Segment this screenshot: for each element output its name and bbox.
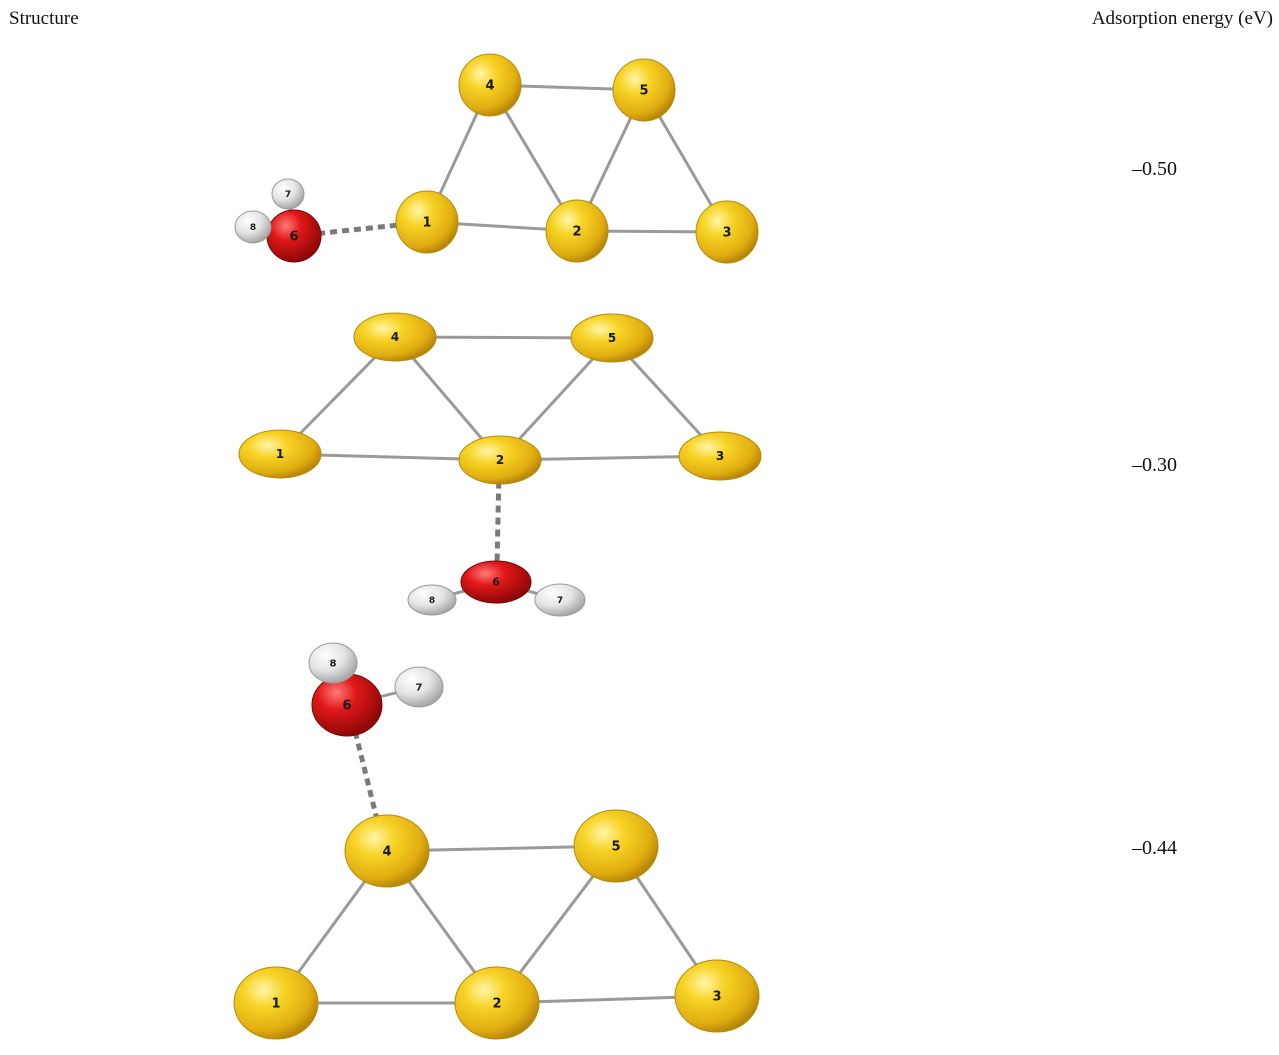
atom-sphere — [394, 666, 444, 708]
atom-label: 2 — [492, 997, 501, 1012]
atom-label: 6 — [492, 577, 499, 589]
atom-au-2: 2 — [458, 435, 542, 485]
atom-label: 4 — [485, 79, 494, 94]
atom-label: 5 — [608, 331, 616, 345]
atom-sphere — [454, 966, 540, 1040]
adsorption-energy-column-header: Adsorption energy (eV) — [1091, 8, 1273, 29]
atom-h-8: 8 — [234, 210, 272, 244]
structure-3-atoms: 1 2 3 4 5 6 7 8 — [233, 642, 760, 1040]
atom-label: 7 — [557, 596, 563, 606]
atom-sphere — [458, 53, 522, 117]
atom-label: 6 — [289, 230, 298, 245]
atom-sphere — [308, 642, 358, 684]
atom-au-4: 4 — [458, 53, 522, 117]
atom-label: 3 — [716, 449, 724, 463]
atom-label: 1 — [422, 216, 431, 231]
atom-label: 5 — [611, 840, 620, 855]
structure-2-atoms: 1 2 3 4 5 6 7 8 — [238, 312, 762, 617]
atom-sphere — [460, 560, 532, 604]
atom-label: 1 — [276, 447, 284, 461]
atom-sphere — [238, 429, 322, 479]
atom-au-5: 5 — [573, 809, 659, 883]
adsorption-energy-value: –0.50 — [1132, 158, 1177, 180]
atom-sphere — [674, 959, 760, 1033]
hydrogen-bond-6-4 — [352, 731, 380, 821]
atom-sphere — [458, 435, 542, 485]
atom-layer: 1 2 3 4 5 6 7 8 1 2 3 4 5 6 7 8 1 2 3 4 5 6 7 8 — [233, 53, 762, 1040]
structure-column-header: Structure — [9, 8, 79, 29]
adsorption-energy-value: –0.44 — [1132, 837, 1177, 859]
atom-sphere — [353, 312, 437, 362]
structure-1-atoms: 1 2 3 4 5 6 7 8 — [234, 53, 759, 264]
atom-au-2: 2 — [454, 966, 540, 1040]
atom-sphere — [695, 200, 759, 264]
atom-o-6: 6 — [460, 560, 532, 604]
atom-h-8: 8 — [407, 584, 457, 616]
hydrogen-bond-6-1 — [317, 222, 400, 237]
atom-label: 4 — [391, 330, 399, 344]
atom-sphere — [545, 199, 609, 263]
atom-au-5: 5 — [570, 313, 654, 363]
atom-au-5: 5 — [612, 58, 676, 122]
atom-au-1: 1 — [238, 429, 322, 479]
atom-label: 5 — [639, 84, 648, 99]
atom-o-6: 6 — [311, 673, 383, 737]
bond-layer — [251, 83, 729, 1005]
atom-sphere — [678, 431, 762, 481]
atom-au-1: 1 — [395, 190, 459, 254]
atom-sphere — [395, 190, 459, 254]
atom-sphere — [570, 313, 654, 363]
atom-h-7: 7 — [394, 666, 444, 708]
atom-h-7: 7 — [534, 583, 586, 617]
atom-au-3: 3 — [695, 200, 759, 264]
atom-sphere — [534, 583, 586, 617]
atom-sphere — [344, 814, 430, 888]
atom-o-6: 6 — [266, 209, 322, 263]
atom-sphere — [233, 966, 319, 1040]
atom-label: 7 — [285, 190, 291, 200]
atom-label: 4 — [382, 845, 391, 860]
atom-label: 2 — [496, 453, 504, 467]
hydrogen-bond-2-6 — [494, 481, 502, 564]
atom-h-8: 8 — [308, 642, 358, 684]
adsorption-energy-value: –0.30 — [1132, 454, 1177, 476]
atom-au-3: 3 — [678, 431, 762, 481]
atom-au-2: 2 — [545, 199, 609, 263]
atom-label: 2 — [572, 225, 581, 240]
atom-au-4: 4 — [353, 312, 437, 362]
atom-label: 8 — [250, 223, 256, 233]
atom-label: 3 — [722, 226, 731, 241]
atom-label: 7 — [416, 683, 423, 694]
atom-label: 6 — [342, 699, 351, 714]
atom-sphere — [612, 58, 676, 122]
atom-label: 8 — [330, 659, 337, 670]
atom-sphere — [573, 809, 659, 883]
atom-au-1: 1 — [233, 966, 319, 1040]
atom-sphere — [407, 584, 457, 616]
atom-h-7: 7 — [271, 178, 305, 210]
atom-label: 3 — [712, 990, 721, 1005]
atom-sphere — [234, 210, 272, 244]
atom-au-4: 4 — [344, 814, 430, 888]
atom-sphere — [271, 178, 305, 210]
atom-label: 8 — [429, 596, 435, 606]
atom-label: 1 — [271, 997, 280, 1012]
atom-au-3: 3 — [674, 959, 760, 1033]
